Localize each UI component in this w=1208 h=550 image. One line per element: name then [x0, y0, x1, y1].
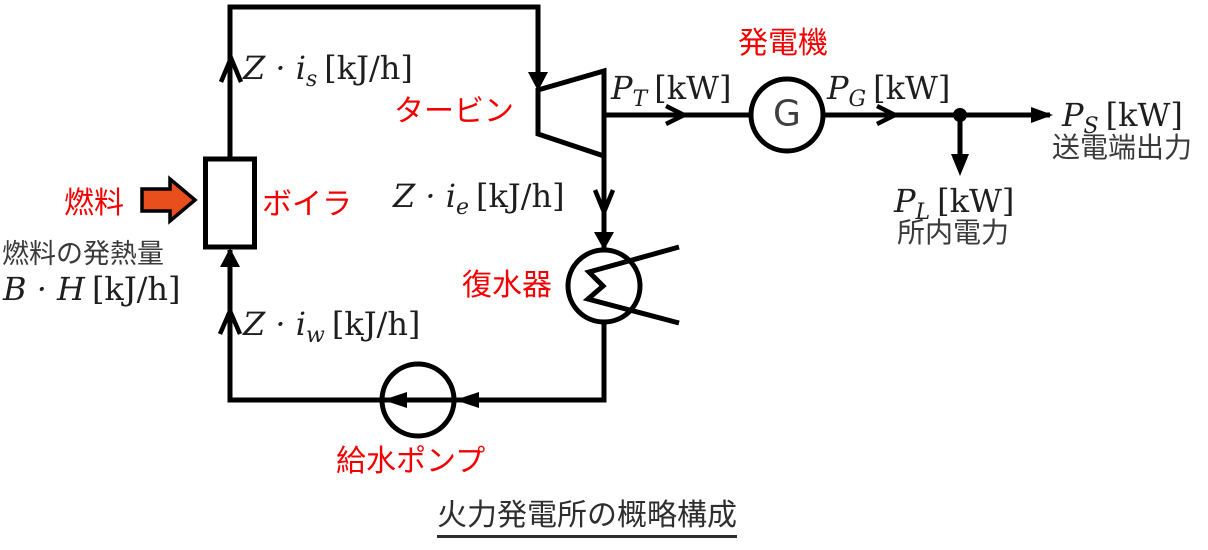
station-load-unit: [kW]	[937, 182, 1015, 220]
boiler-inlet-arrow-icon	[220, 248, 240, 267]
boiler-label: ボイラ	[262, 187, 352, 222]
steam-pipe	[227, 4, 541, 159]
fuel-heat-value-label: B · H[kJ/h]	[3, 273, 181, 305]
steam-enthalpy-label: Z · is[kJ/h]	[243, 49, 413, 91]
feed-pump-label: 給水ポンプ	[336, 444, 486, 479]
junction-dot	[953, 108, 967, 122]
sending-end-unit: [kW]	[1105, 96, 1183, 134]
boiler-symbol	[203, 156, 257, 250]
generator-output-label: PG[kW]	[827, 69, 951, 111]
steam-enthalpy-var: Z · i	[243, 49, 306, 87]
fuel-arrow-icon	[140, 175, 198, 225]
station-power-caption: 所内電力	[897, 216, 1010, 249]
sending-end-var: P	[1062, 96, 1084, 134]
generator-label: 発電機	[738, 26, 828, 61]
exhaust-enthalpy-unit: [kJ/h]	[476, 177, 565, 215]
steam-enthalpy-unit: [kJ/h]	[324, 49, 413, 87]
condenser-inlet-arrow-icon	[594, 232, 614, 250]
generator-output-sub: G	[848, 87, 867, 112]
generator-letter: G	[773, 93, 801, 135]
turbine-output-sub: T	[632, 87, 648, 112]
exhaust-enthalpy-label: Z · ie[kJ/h]	[393, 177, 565, 219]
turbine-output-var: P	[611, 69, 633, 107]
generator-output-unit: [kW]	[873, 69, 951, 107]
feedwater-enthalpy-unit: [kJ/h]	[331, 305, 421, 343]
diagram-title: 火力発電所の概略構成	[437, 501, 737, 538]
turbine-output-label: PT[kW]	[611, 69, 732, 111]
fuel-heat-caption: 燃料の発熱量	[2, 239, 164, 270]
fuel-label: 燃料	[64, 186, 124, 221]
fuel-heat-unit: [kJ/h]	[91, 270, 181, 308]
turbine-symbol	[535, 67, 607, 160]
feedwater-enthalpy-label: Z · iw[kJ/h]	[243, 305, 421, 347]
fuel-heat-var: B · H	[3, 270, 85, 308]
feedwater-enthalpy-sub: w	[305, 323, 325, 348]
output-right-chevron-icon	[875, 103, 901, 127]
station-load-sub: L	[915, 200, 931, 225]
feedwater-enthalpy-var: Z · i	[243, 305, 306, 343]
station-load-var: P	[894, 182, 916, 220]
transmission-output-caption: 送電端出力	[1052, 131, 1193, 164]
steam-up-chevron-icon	[218, 52, 244, 83]
sending-end-arrow-icon	[1031, 107, 1053, 123]
exhaust-enthalpy-sub: e	[455, 195, 470, 220]
cooling-water-coil	[582, 244, 680, 326]
station-load-label: PL[kW]	[894, 182, 1015, 224]
turbine-output-unit: [kW]	[654, 69, 732, 107]
turbine-label: タービン	[394, 94, 514, 129]
steam-enthalpy-sub: s	[305, 67, 318, 92]
feedwater-up-chevron-icon	[217, 305, 243, 335]
exhaust-down-chevron-icon	[592, 189, 616, 218]
generator-output-var: P	[827, 69, 849, 107]
turbine-inlet-arrow-icon	[528, 72, 548, 91]
pump-inlet-arrow-icon	[455, 392, 479, 408]
condenser-label: 復水器	[462, 268, 552, 303]
shaft-right-chevron-icon	[664, 103, 690, 127]
sending-end-sub: S	[1083, 114, 1099, 139]
exhaust-enthalpy-var: Z · i	[393, 177, 456, 215]
sending-end-output-label: PS[kW]	[1062, 96, 1183, 138]
station-load-arrow-icon	[951, 154, 969, 176]
pump-flow-arrow-icon	[383, 392, 407, 408]
